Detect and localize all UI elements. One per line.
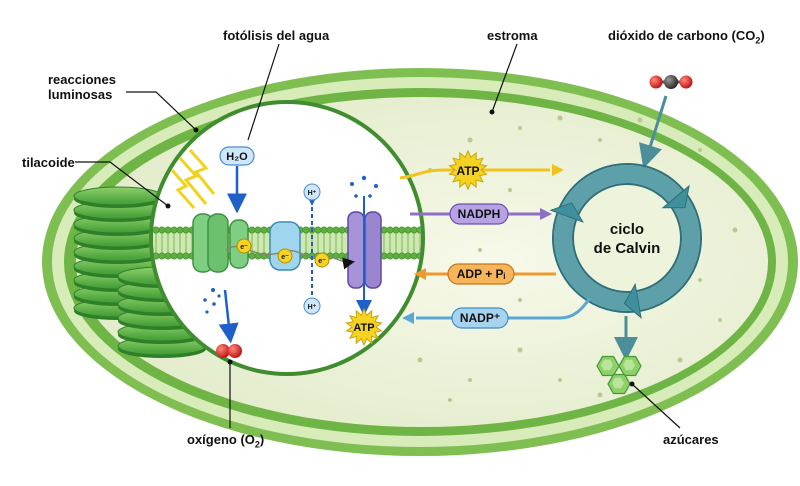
sugar-molecules-icon xyxy=(596,355,642,395)
nadp-label: NADP⁺ xyxy=(460,311,500,325)
atp-arrow: ATP xyxy=(399,149,564,191)
calvin-label-line2: de Calvin xyxy=(594,240,661,257)
electron-badge-2: e⁻ xyxy=(277,248,293,264)
proton-badge-bottom: H⁺ xyxy=(303,297,321,315)
photolysis-label: fotólisis del agua xyxy=(223,28,330,43)
electron-label-3: e⁻ xyxy=(318,258,326,265)
stroma-label: estroma xyxy=(487,28,538,43)
magnified-view xyxy=(149,100,425,376)
leader-lines xyxy=(75,43,681,429)
nadph-arrow: NADPH xyxy=(410,203,552,225)
oxygen-label: oxígeno (O2) xyxy=(187,432,265,450)
light-rays-icon xyxy=(170,149,216,209)
electron-badge-3: e⁻ xyxy=(314,252,330,268)
adp-label: ADP + Pᵢ xyxy=(457,267,506,281)
nadp-arrow: NADP⁺ xyxy=(402,297,592,329)
co2-molecule-icon xyxy=(649,75,693,89)
electron-badge-1: e⁻ xyxy=(236,238,252,254)
proton-dots xyxy=(350,175,378,198)
atp-label-flow: ATP xyxy=(456,164,479,178)
water-label: H₂O xyxy=(226,151,248,163)
sugars-label: azúcares xyxy=(663,432,719,447)
leader-dots xyxy=(165,109,635,387)
adp-pill xyxy=(447,263,515,285)
thylakoid-label: tilacoide xyxy=(22,155,75,170)
oxygen-molecule-icon xyxy=(216,344,242,358)
cytochrome-complex xyxy=(269,221,301,271)
stroma-particles xyxy=(417,115,738,402)
calvin-label-line1: ciclo xyxy=(610,221,644,238)
proton-badge-top: H⁺ xyxy=(303,183,321,201)
atp-label-inner: ATP xyxy=(353,322,374,334)
nadph-pill xyxy=(449,203,509,225)
nadp-pill xyxy=(451,307,509,329)
calvin-cycle xyxy=(549,163,702,320)
oxygen-release xyxy=(203,288,239,344)
proton-label-bottom: H⁺ xyxy=(308,304,317,311)
co2-label: dióxido de carbono (CO2) xyxy=(608,28,765,46)
proton-label-top: H⁺ xyxy=(308,190,317,197)
nadph-label: NADPH xyxy=(458,207,501,221)
atp-burst-inner: ATP xyxy=(345,307,383,347)
water-badge: H₂O xyxy=(219,146,255,166)
adp-arrow: ADP + Pᵢ xyxy=(414,263,556,285)
electron-label-2: e⁻ xyxy=(281,254,289,261)
co2-arrow xyxy=(639,95,668,169)
electron-label-1: e⁻ xyxy=(240,244,248,251)
